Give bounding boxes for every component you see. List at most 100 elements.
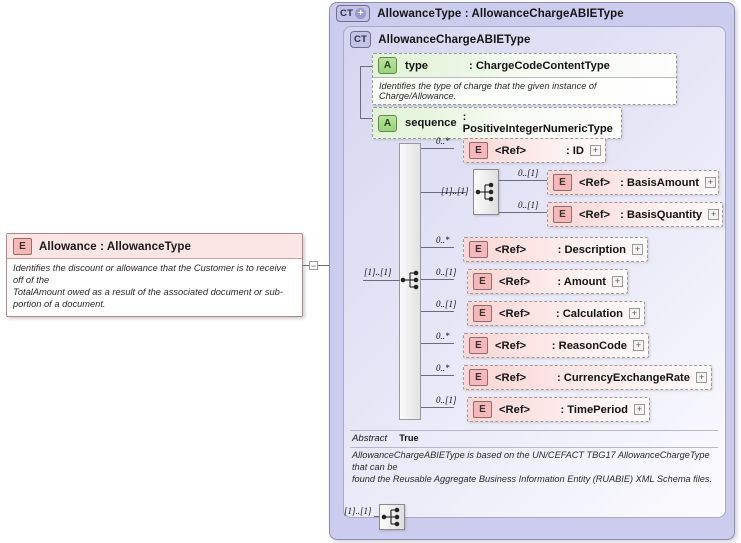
element-badge-E-icon-description: E	[469, 241, 488, 258]
attribute-documentation-type: Identifies the type of charge that the g…	[373, 77, 676, 104]
branch-timeperiod	[421, 407, 454, 408]
element-ref-label-currencyexchangerate: <Ref>	[495, 371, 527, 384]
branch-reasoncode	[421, 343, 454, 344]
element-ref-timeperiod[interactable]: E <Ref> : TimePeriod +	[467, 397, 650, 422]
complextype-documentation: AllowanceChargeABIEType is based on the …	[352, 450, 713, 484]
element-name-basisamount: : BasisAmount	[620, 176, 700, 189]
element-badge-E-icon-timeperiod: E	[473, 401, 492, 418]
attr-branch-type	[360, 66, 372, 67]
footer-sequence-compositor-icon	[380, 505, 404, 529]
abstract-value: True	[399, 433, 419, 443]
branch-id	[421, 148, 454, 149]
root-sequence-compositor-icon	[400, 268, 422, 292]
footer-divider-top	[350, 430, 718, 431]
attribute-type-header: A type : ChargeCodeContentType	[373, 54, 676, 77]
element-ref-label-calculation: <Ref>	[499, 307, 531, 320]
multiplicity-description: 0..*	[436, 235, 450, 245]
element-name-description: : Description	[557, 243, 626, 256]
attr-spine-vertical	[360, 66, 361, 119]
nested-sequence-compositor-icon	[474, 180, 498, 204]
element-badge-E-icon: E	[13, 238, 32, 255]
multiplicity-reasoncode: 0..*	[436, 331, 450, 341]
element-badge-E-icon-basisquantity: E	[553, 206, 572, 223]
expand-toggle-calculation[interactable]: +	[629, 308, 640, 319]
element-ref-basisquantity[interactable]: E <Ref> : BasisQuantity +	[547, 202, 723, 227]
attribute-sequence-header: A sequence : PositiveIntegerNumericType	[373, 108, 621, 138]
expand-toggle-basisamount[interactable]: +	[705, 177, 717, 188]
element-ref-label-timeperiod: <Ref>	[499, 403, 531, 416]
multiplicity-basisquantity: 0..[1]	[518, 200, 539, 210]
element-name-calculation: : Calculation	[555, 307, 623, 320]
element-ref-reasoncode[interactable]: E <Ref> : ReasonCode +	[463, 333, 649, 358]
element-ref-calculation[interactable]: E <Ref> : Calculation +	[467, 301, 645, 326]
minus-glyph: −	[310, 260, 317, 271]
element-ref-currencyexchangerate[interactable]: E <Ref> : CurrencyExchangeRate +	[463, 365, 712, 390]
connector-into-root-sequence	[363, 280, 400, 281]
outer-type-title: AllowanceType : AllowanceChargeABIEType	[377, 7, 624, 20]
multiplicity-basisamount: 0..[1]	[518, 168, 539, 178]
element-name-basisquantity: : BasisQuantity	[620, 208, 703, 221]
expand-toggle-timeperiod[interactable]: +	[634, 404, 645, 415]
element-name-id: : ID	[565, 144, 584, 157]
element-ref-id[interactable]: E <Ref> : ID +	[463, 138, 606, 163]
element-name-reasoncode: : ReasonCode	[551, 339, 627, 352]
expand-toggle-id[interactable]: +	[590, 145, 601, 156]
branch-description	[421, 247, 454, 248]
root-sequence-multiplicity: [1]..[1]	[364, 267, 392, 277]
multiplicity-calculation: 0..[1]	[436, 299, 457, 309]
inner-type-header[interactable]: CT AllowanceChargeABIEType	[350, 31, 531, 48]
attribute-row-type[interactable]: A type : ChargeCodeContentType Identifie…	[372, 53, 677, 105]
attribute-type-sequence: : PositiveIntegerNumericType	[462, 111, 613, 135]
attribute-name-sequence: sequence	[405, 117, 457, 129]
attr-branch-sequence	[360, 118, 372, 119]
element-ref-amount[interactable]: E <Ref> : Amount +	[467, 269, 628, 294]
multiplicity-timeperiod: 0..[1]	[436, 395, 457, 405]
collapse-toggle-minus[interactable]: −	[309, 261, 318, 270]
outer-type-header[interactable]: CT + AllowanceType : AllowanceChargeABIE…	[336, 5, 624, 22]
multiplicity-id: 0..*	[436, 136, 450, 146]
connector-left-horizontal	[303, 265, 309, 266]
attribute-badge-A-icon: A	[378, 57, 397, 74]
element-name-timeperiod: : TimePeriod	[560, 403, 628, 416]
element-ref-basisamount[interactable]: E <Ref> : BasisAmount +	[547, 170, 719, 195]
element-ref-label-basisquantity: <Ref>	[579, 208, 611, 221]
element-ref-label-description: <Ref>	[495, 243, 527, 256]
allowance-element-title: Allowance : AllowanceType	[39, 240, 192, 253]
expand-toggle-description[interactable]: +	[632, 244, 643, 255]
branch-currencyexchangerate	[421, 375, 454, 376]
expand-toggle-basisquantity[interactable]: +	[708, 209, 720, 220]
attribute-badge-A-icon-2: A	[378, 114, 397, 132]
element-ref-label-basisamount: <Ref>	[579, 176, 611, 189]
element-badge-E-icon-calculation: E	[473, 305, 492, 322]
footer-sequence-multiplicity: [1]..[1]	[344, 506, 372, 516]
nested-sequence-multiplicity: [1]..[1]	[441, 186, 469, 196]
allowance-element-box[interactable]: E Allowance : AllowanceType Identifies t…	[6, 233, 303, 317]
element-badge-E-icon-currencyexchangerate: E	[469, 369, 488, 386]
branch-basisquantity	[499, 212, 547, 213]
element-badge-E-icon-id: E	[469, 142, 488, 159]
element-ref-description[interactable]: E <Ref> : Description +	[463, 237, 648, 262]
multiplicity-amount: 0..[1]	[436, 267, 457, 277]
element-ref-label-reasoncode: <Ref>	[495, 339, 527, 352]
element-badge-E-icon-reasoncode: E	[469, 337, 488, 354]
element-name-currencyexchangerate: : CurrencyExchangeRate	[556, 371, 690, 384]
complextype-badge-CT-plus-icon[interactable]: CT +	[336, 5, 371, 22]
element-name-amount: : Amount	[557, 275, 606, 288]
branch-nested-sequence	[421, 192, 466, 193]
branch-calculation	[421, 311, 454, 312]
complextype-badge-CT-icon[interactable]: CT	[350, 31, 372, 48]
expand-toggle-amount[interactable]: +	[612, 276, 623, 287]
element-badge-E-icon-basisamount: E	[553, 174, 572, 191]
connector-footer-sequence	[374, 516, 380, 517]
attribute-row-sequence[interactable]: A sequence : PositiveIntegerNumericType	[372, 107, 622, 139]
element-badge-E-icon-amount: E	[473, 273, 492, 290]
footer-divider-bottom	[350, 447, 718, 448]
branch-amount	[421, 279, 454, 280]
expand-plus-icon[interactable]: +	[355, 8, 367, 19]
expand-toggle-reasoncode[interactable]: +	[633, 340, 644, 351]
allowance-element-documentation: Identifies the discount or allowance tha…	[7, 259, 302, 316]
expand-toggle-currencyexchangerate[interactable]: +	[696, 372, 707, 383]
allowance-element-header: E Allowance : AllowanceType	[7, 234, 302, 259]
ct-text-inner: CT	[354, 34, 368, 45]
